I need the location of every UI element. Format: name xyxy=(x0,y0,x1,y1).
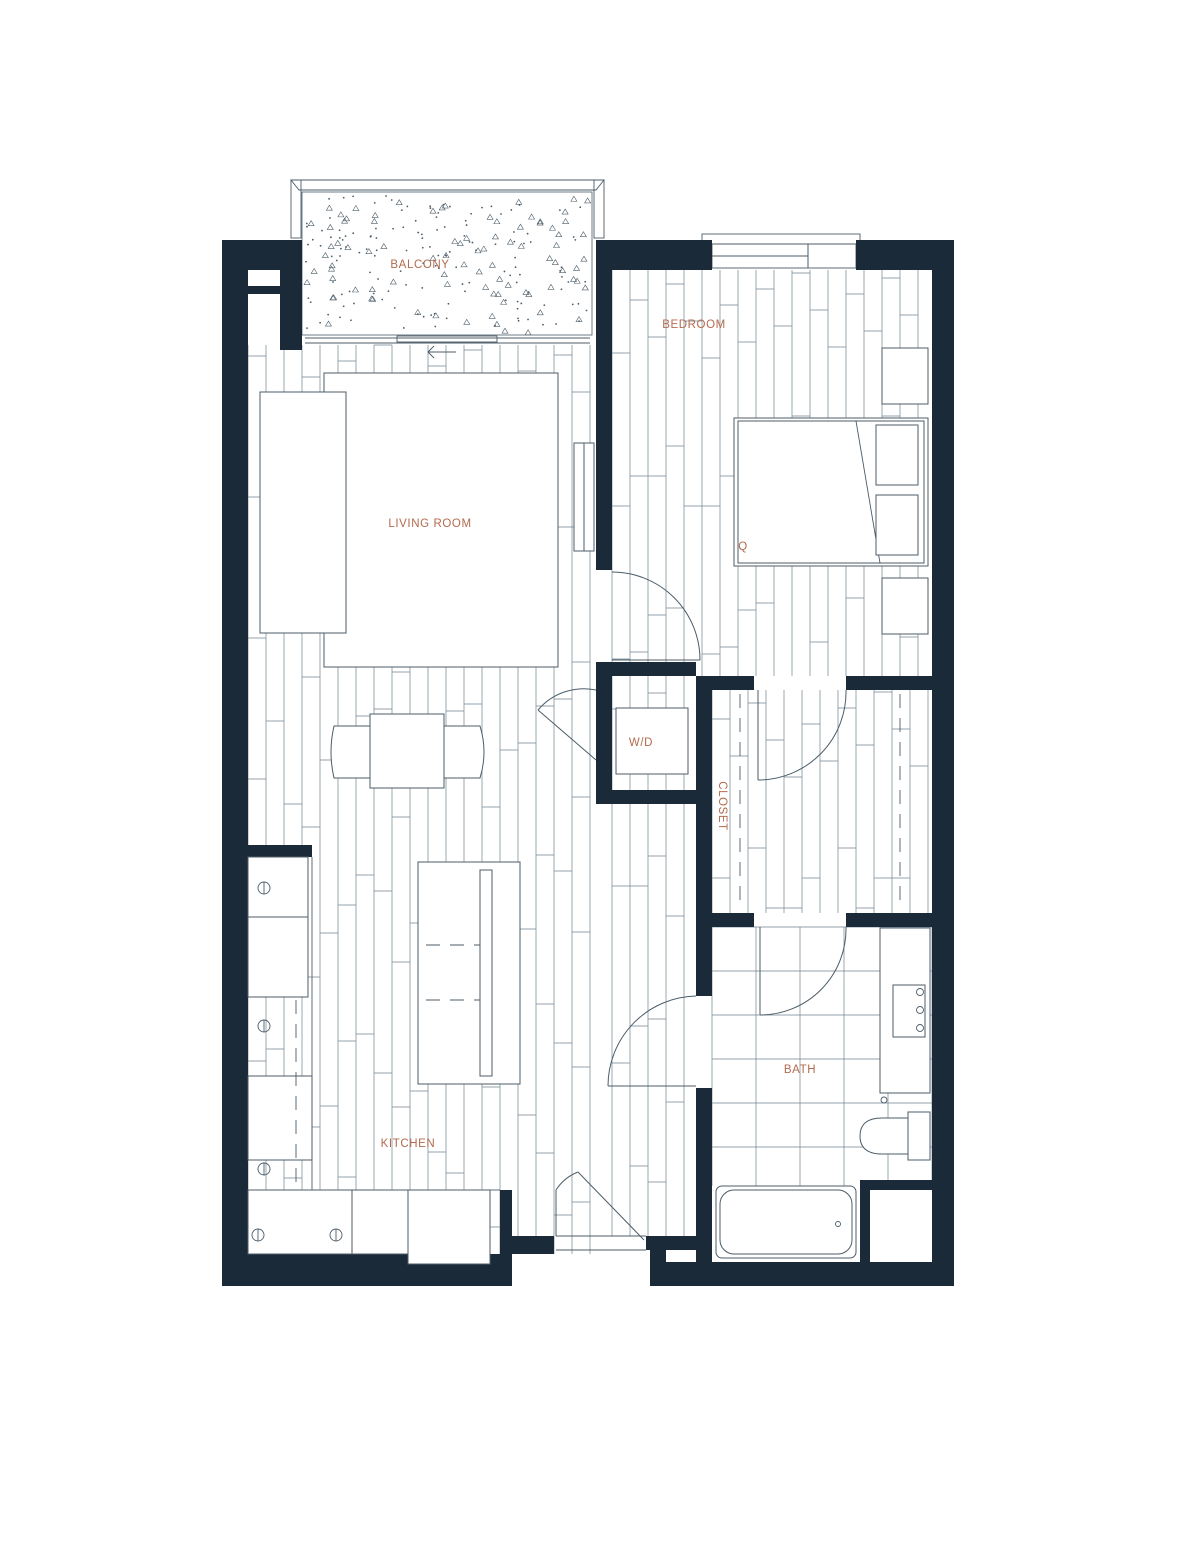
toilet-bowl xyxy=(859,1117,909,1155)
label-balcony: BALCONY xyxy=(390,259,449,271)
label-washer-dryer: W/D xyxy=(629,737,653,749)
label-kitchen: KITCHEN xyxy=(381,1138,436,1150)
walls xyxy=(222,240,954,1286)
dining-chair xyxy=(443,725,485,779)
dining-set xyxy=(330,713,485,789)
arrow-left-icon xyxy=(427,345,456,359)
pillow xyxy=(875,494,919,556)
kitchen-counters xyxy=(247,856,500,1265)
label-bedroom: BEDROOM xyxy=(662,319,726,331)
balcony xyxy=(290,179,605,359)
living-room-rug xyxy=(323,372,559,668)
kitchen-island xyxy=(417,861,521,1085)
nightstand xyxy=(881,577,929,635)
label-bed-size: Q xyxy=(738,541,748,553)
label-closet: CLOSET xyxy=(716,781,728,831)
kitchen-sink xyxy=(247,916,309,998)
toilet-tank xyxy=(907,1111,931,1161)
range xyxy=(247,1075,313,1161)
media-console xyxy=(573,442,585,552)
dishwasher xyxy=(351,1189,409,1255)
living-room-furniture xyxy=(259,372,595,668)
door-swings xyxy=(537,571,847,1251)
appliance-knobs xyxy=(251,881,343,1242)
label-living-room: LIVING ROOM xyxy=(388,518,471,530)
pillow xyxy=(875,424,919,486)
refrigerator xyxy=(407,1189,491,1265)
balcony-concrete-texture xyxy=(303,195,592,336)
washer-dryer xyxy=(615,707,689,775)
bedroom-furniture xyxy=(733,347,929,635)
nightstand xyxy=(881,347,929,405)
bath-fixtures xyxy=(715,927,931,1259)
bedroom-window xyxy=(701,233,861,269)
dining-chair xyxy=(330,725,371,779)
dining-table xyxy=(369,713,445,789)
closet-rods xyxy=(739,694,901,910)
label-bath: BATH xyxy=(784,1064,816,1076)
sofa xyxy=(259,391,347,634)
